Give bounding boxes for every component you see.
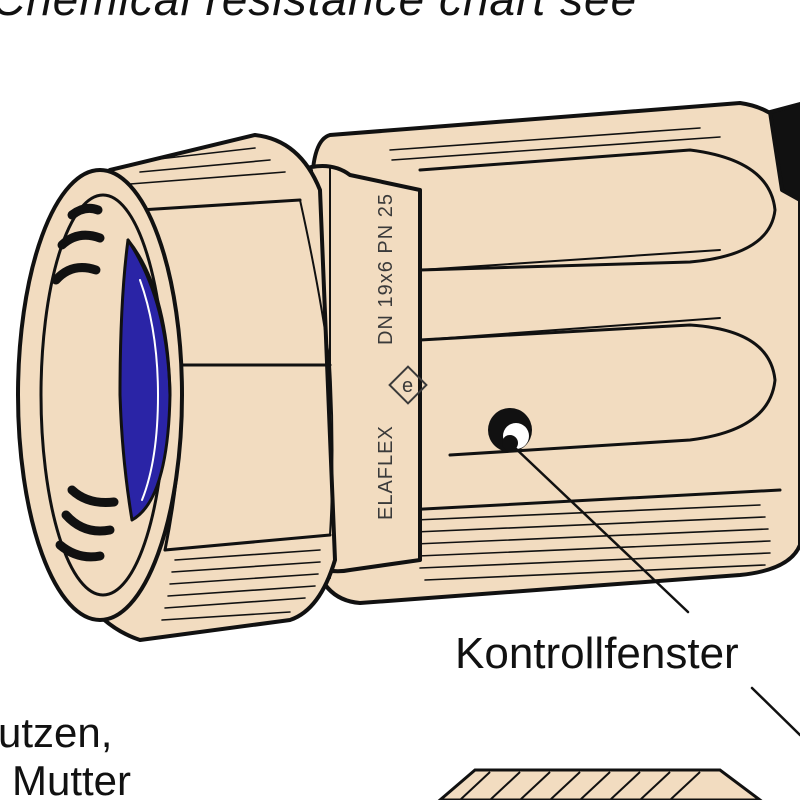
left-label-line-2: Mutter: [12, 757, 132, 800]
lower-fitting-part: [437, 768, 763, 800]
sleeve-knurl: [414, 504, 771, 581]
engraving-brand: ELAFLEX: [375, 425, 397, 520]
callout-leader-line: [510, 443, 690, 614]
control-window-label: Kontrollfenster: [455, 629, 739, 678]
sleeve-nut: [310, 101, 800, 605]
svg-text:ELAFLEX: ELAFLEX: [375, 425, 397, 520]
elaflex-logo-icon: e: [388, 365, 428, 405]
svg-text:e: e: [402, 375, 414, 397]
title-text: Chemical resistance chart see: [0, 0, 637, 22]
left-label-line-1: utzen,: [0, 709, 113, 756]
callout-leader-line-lower: [750, 686, 800, 737]
nut-opening: [16, 168, 184, 622]
collar-engraving: DN 19x6 PN 25 ELAFLEX e: [375, 193, 428, 520]
engraving-spec: DN 19x6 PN 25: [375, 193, 397, 345]
thread-grooves: [51, 203, 119, 562]
svg-text:DN 19x6 PN 25: DN 19x6 PN 25: [375, 193, 397, 345]
